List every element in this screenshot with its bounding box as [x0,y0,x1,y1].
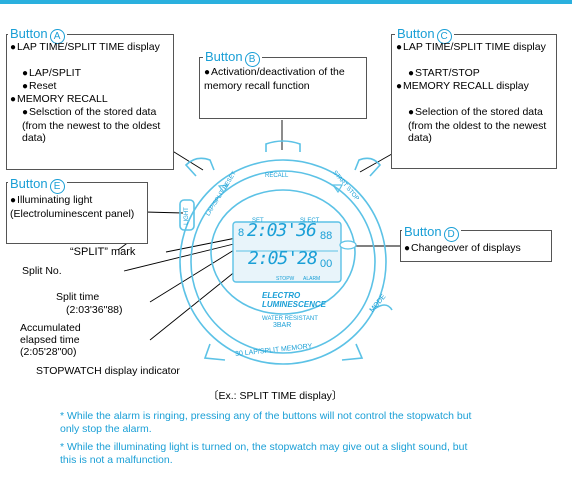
watch-electro: ELECTRO [262,291,301,300]
button-b-item-1: Activation/deactivation of the memory re… [204,66,362,92]
button-c-item-2: START/STOP [408,67,551,81]
watch-water-resistant: WATER RESISTANT [262,316,318,322]
note-light: * While the illuminating light is turned… [60,441,468,466]
button-b-letter: B [244,52,260,67]
callout-stopwatch-indicator: STOPWATCH display indicator [36,365,180,377]
button-d-letter: D [443,227,459,242]
watch-3bar: 3BAR [273,322,292,329]
lcd-stopw-indicator: STOPW [276,276,295,282]
callout-split-time: Split time [56,291,100,303]
leader-button-e [144,211,184,214]
button-a-item-2: LAP/SPLIT [22,67,168,81]
top-accent-bar [0,0,572,4]
button-a-item-3: Reset [22,80,168,94]
button-d-item-1: Changeover of displays [404,242,548,256]
watch-face [210,189,356,315]
button-a-shape [184,157,215,177]
callout-acc-1: Accumulated [20,322,81,334]
lcd-panel [232,221,342,283]
watch-label-slect: SLECT [300,218,320,224]
callout-acc-2: elapsed time [20,334,80,346]
callout-split-time-value: (2:03'36"88) [66,304,123,316]
callout-split-mark: “SPLIT” mark [70,246,136,258]
button-c-panel [391,34,557,169]
button-c-item-3: MEMORY RECALL display [396,80,551,94]
lcd-split-time: 2:03'36 [247,220,317,241]
lcd-split-frac: 88 [320,230,333,242]
button-e-item-1: Illuminating light (Electroluminescent p… [10,194,142,220]
button-a-item-5: Selsction of the stored data (from the n… [22,106,166,145]
button-c-item-4: Selection of the stored data (from the o… [408,106,551,145]
leader-split-time [149,241,248,303]
watch-label-recall: RECALL [265,173,289,179]
button-a-item-1: LAP TIME/SPLIT TIME display [10,41,168,55]
note-alarm: * While the alarm is ringing, pressing a… [60,410,472,435]
lcd-accumulated-frac: 00 [320,258,333,270]
watch-label-set: SET [252,218,264,224]
button-e-shape [179,199,195,231]
button-b-shape [265,140,301,152]
button-c-item-1: LAP TIME/SPLIT TIME display [396,41,551,55]
button-d-area [372,304,393,311]
lcd-accumulated-time: 2:05'28 [248,248,318,269]
leader-acc-time [149,261,248,341]
watch-label-light: LIGHT [183,207,190,225]
leader-split-no [123,241,243,272]
watch-luminescence: LUMINESCENCE [262,300,327,309]
figure-caption: 〔Ex.: SPLIT TIME display〕 [208,390,343,402]
watch-inner-ring [190,170,376,354]
watch-outer-ring [179,159,387,365]
lcd-alarm-indicator: ALARM [303,276,321,282]
button-a-item-4: MEMORY RECALL [10,93,168,107]
lcd-split-no: 8 [238,227,245,239]
button-e-letter: E [49,179,65,194]
callout-split-no: Split No. [22,265,62,277]
callout-acc-value: (2:05'28"00) [20,346,77,358]
button-d-shape [339,240,357,250]
button-c-shape [354,157,382,177]
